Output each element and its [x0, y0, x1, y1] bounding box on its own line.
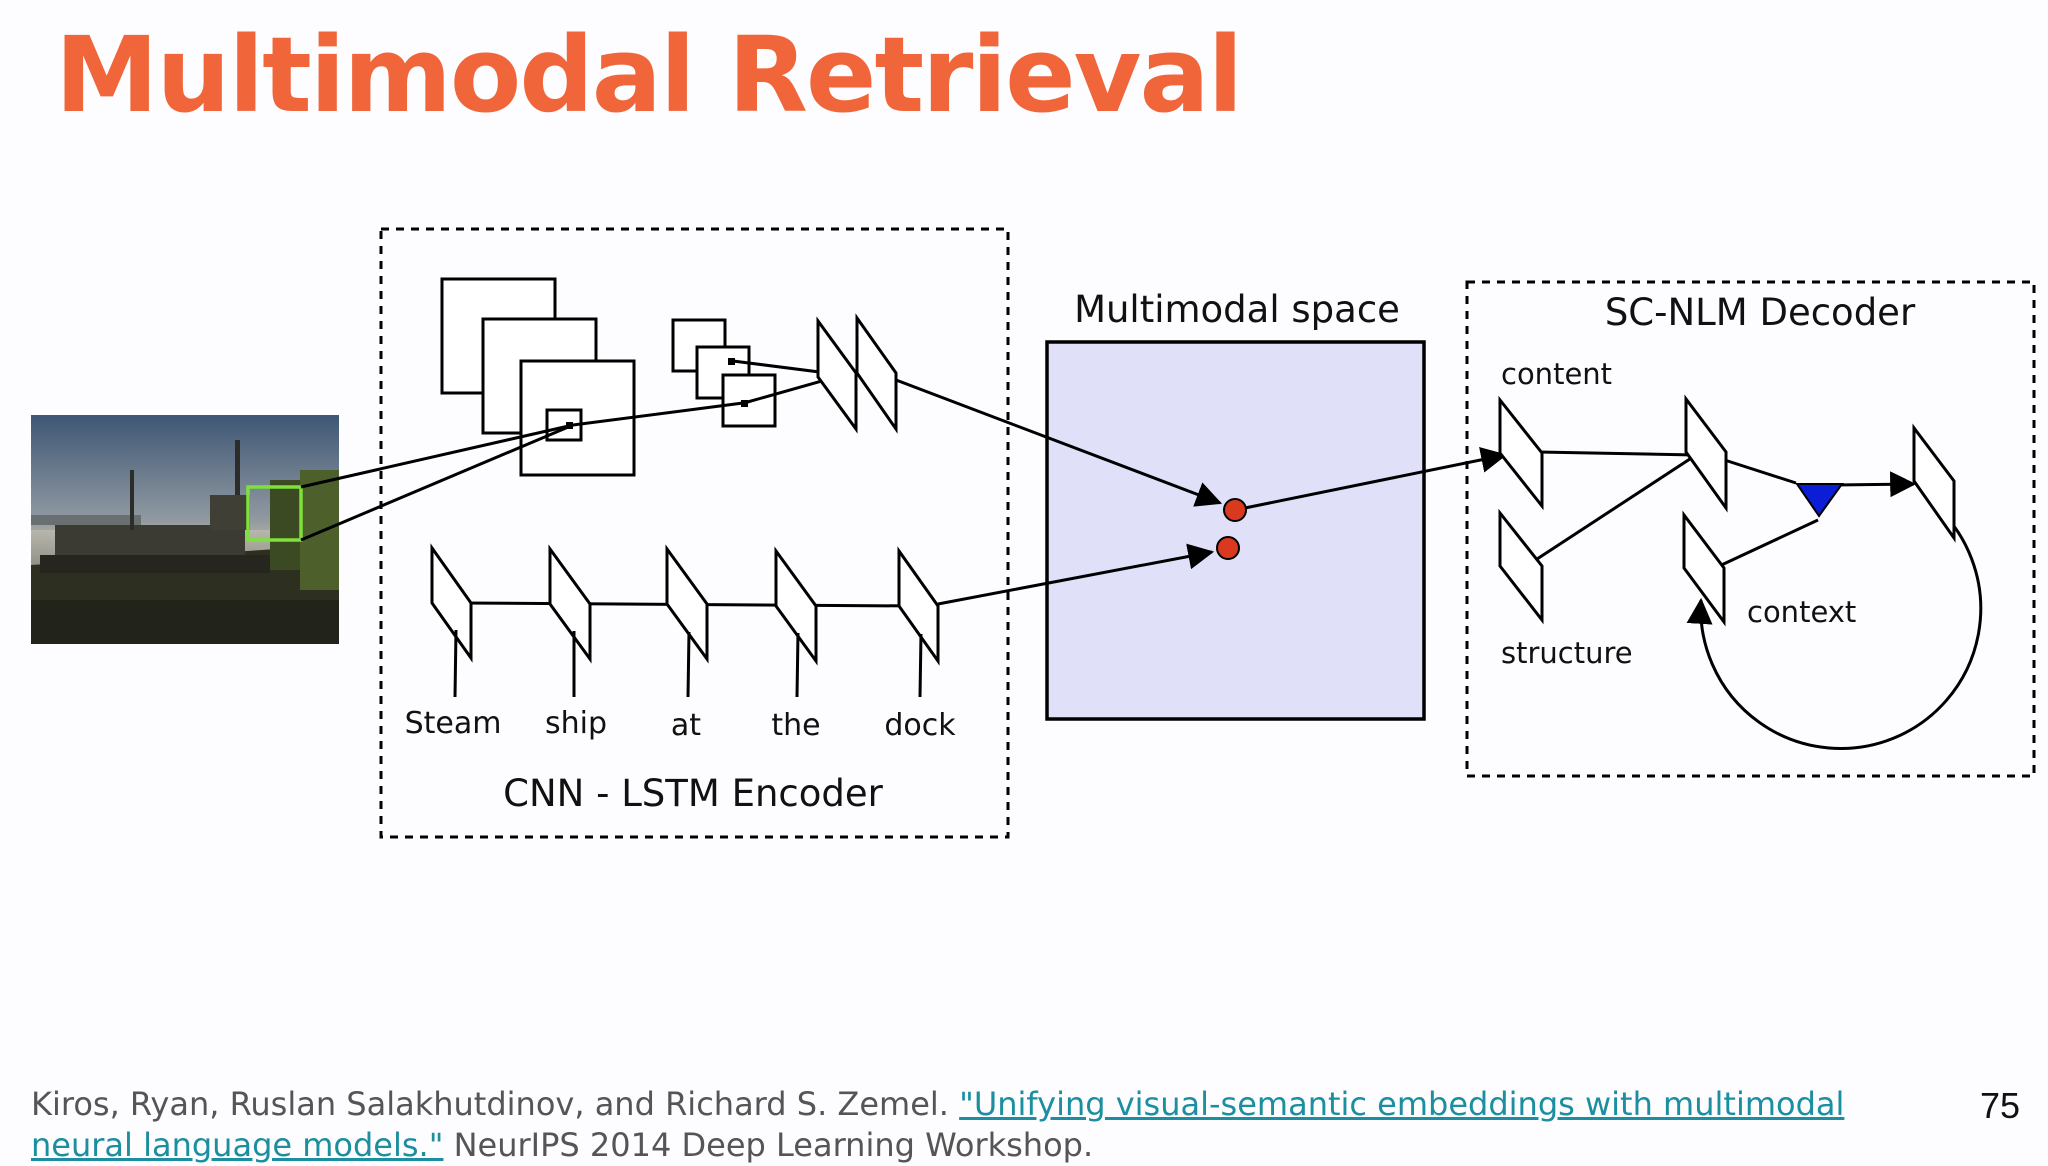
citation: Kiros, Ryan, Ruslan Salakhutdinov, and R…	[31, 1084, 1901, 1166]
context-label: context	[1747, 595, 1856, 629]
encoder-label: CNN - LSTM Encoder	[503, 772, 884, 815]
fc-layers	[816, 313, 898, 434]
gating-triangle-icon	[1795, 483, 1844, 518]
word-2: at	[671, 708, 701, 743]
slide-title: Multimodal Retrieval	[55, 14, 1243, 136]
decoder-label: SC-NLM Decoder	[1605, 291, 1916, 334]
decoder-box	[1465, 280, 2036, 778]
content-label: content	[1501, 357, 1612, 391]
citation-authors: Kiros, Ryan, Ruslan Salakhutdinov, and R…	[31, 1085, 949, 1123]
page-number: 75	[1980, 1085, 2021, 1126]
citation-venue: NeurIPS 2014 Deep Learning Workshop.	[453, 1126, 1094, 1164]
encoder-box	[379, 227, 1010, 839]
lstm-chain	[430, 543, 940, 698]
space-label: Multimodal space	[1074, 288, 1400, 331]
structure-label: structure	[1501, 636, 1633, 670]
image-embedding-point	[1223, 498, 1247, 522]
word-0: Steam	[405, 706, 502, 741]
caption-words: Steam ship at the dock	[405, 706, 957, 743]
sentence-embedding-point	[1216, 536, 1240, 560]
steamship-photo	[31, 415, 339, 644]
word-4: dock	[884, 708, 956, 743]
word-3: the	[771, 708, 820, 743]
crop-box	[246, 485, 303, 542]
word-1: ship	[545, 706, 607, 741]
multimodal-space-box	[1045, 340, 1426, 721]
decoder-units	[1498, 394, 1956, 627]
cnn-feature-maps	[440, 277, 777, 477]
